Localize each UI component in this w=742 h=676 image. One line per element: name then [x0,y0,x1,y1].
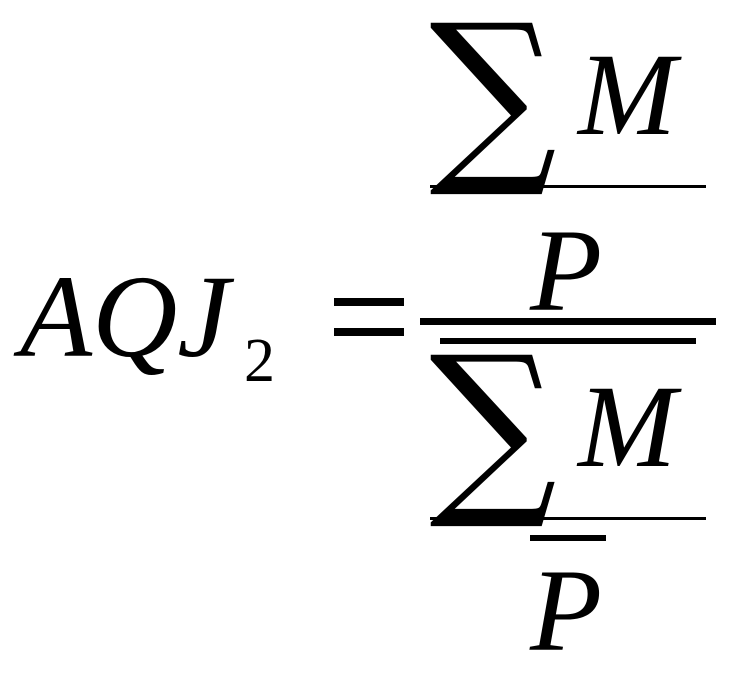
equals-sign-top-bar [334,298,404,306]
denominator-fraction-line [430,517,706,520]
lhs-subscript: 2 [244,327,275,395]
main-fraction-line [420,318,716,325]
equals-sign-bottom-bar [334,328,404,336]
denominator-sum-variable: M [578,361,677,492]
denominator-sum-symbol: ∑ [429,316,557,535]
denominator-denominator-variable: P [530,545,603,676]
numerator-fraction-line [430,185,706,188]
numerator-denominator-variable: P [530,205,603,336]
main-fraction-line-secondary [440,338,696,344]
lhs-variable: AQJ [20,251,230,382]
p-overline [530,535,606,541]
numerator-sum-symbol: ∑ [429,0,557,203]
numerator-sum-variable: M [578,29,677,160]
